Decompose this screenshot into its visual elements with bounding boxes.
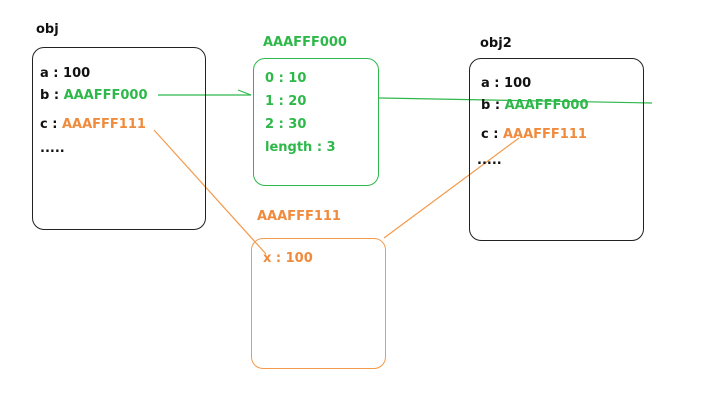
inner-row-x: x : 100 <box>263 251 313 266</box>
array-box <box>253 58 379 186</box>
obj-box <box>32 47 206 230</box>
obj-b-arrow-tick <box>237 89 252 96</box>
obj2-row-b: b : AAAFFF000 <box>481 98 589 113</box>
obj-title: obj <box>36 22 59 37</box>
inner-address: AAAFFF111 <box>257 209 341 224</box>
array-address: AAAFFF000 <box>263 35 347 50</box>
array-row-0: 0 : 10 <box>265 71 307 86</box>
obj-more: ..... <box>40 141 65 156</box>
obj-row-c-value: AAAFFF111 <box>61 117 146 132</box>
obj-row-b-key: b : <box>40 88 64 103</box>
obj2-row-a-key: a : <box>481 76 505 91</box>
obj2-row-c-key: c : <box>481 127 503 142</box>
obj-row-a: a : 100 <box>40 66 90 81</box>
array-row-1: 1 : 20 <box>265 94 307 109</box>
obj-row-a-key: a : <box>40 66 64 81</box>
array-row-length: length : 3 <box>265 140 336 155</box>
obj-c-to-inner-line <box>153 129 267 255</box>
array-to-obj2-b-line <box>378 97 653 104</box>
obj-row-c-key: c : <box>40 117 62 132</box>
obj2-more: ..... <box>477 153 502 168</box>
obj-row-c: c : AAAFFF111 <box>40 117 146 132</box>
obj2-row-a-value: 100 <box>504 76 532 91</box>
obj-row-b: b : AAAFFF000 <box>40 88 148 103</box>
obj2-box <box>469 58 644 241</box>
array-row-2: 2 : 30 <box>265 117 307 132</box>
inner-box <box>251 238 386 369</box>
obj2-row-a: a : 100 <box>481 76 531 91</box>
obj2-row-c: c : AAAFFF111 <box>481 127 587 142</box>
inner-to-obj2-c-line <box>383 137 520 239</box>
obj-row-a-value: 100 <box>63 66 91 81</box>
obj-row-b-value: AAAFFF000 <box>63 88 148 103</box>
obj2-title: obj2 <box>480 36 512 51</box>
obj2-row-b-value: AAAFFF000 <box>504 98 589 113</box>
obj2-row-b-key: b : <box>481 98 505 113</box>
obj2-row-c-value: AAAFFF111 <box>502 127 587 142</box>
